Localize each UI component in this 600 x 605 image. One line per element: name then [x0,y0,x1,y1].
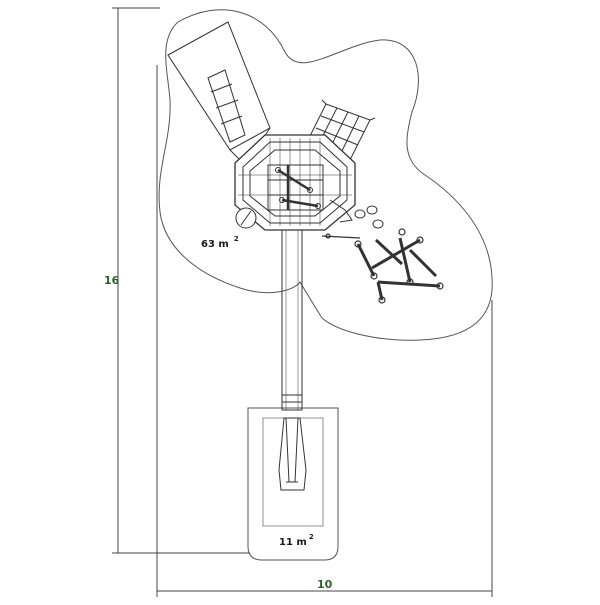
safety-zone-outline [158,9,493,341]
log-climber [321,228,444,304]
slide-zone-outline [247,407,339,561]
octagonal-tower [234,134,356,231]
stepping-stones [354,205,384,229]
slide-zone-inner [262,417,324,527]
steering-wheel [235,207,257,229]
width-dimension-label: 10 [317,578,333,591]
slide [278,228,307,491]
roof-panel [167,21,271,161]
width-dimension [156,65,493,597]
height-dimension [112,7,250,554]
height-dimension-label: 16 [104,274,120,287]
